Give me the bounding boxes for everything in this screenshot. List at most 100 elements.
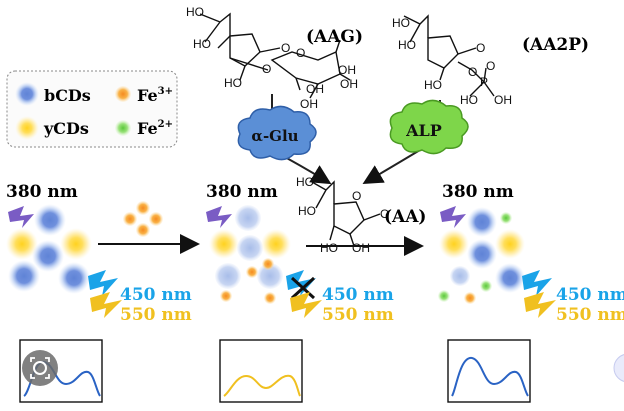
aa2p-atom-ho-left: HO (398, 38, 416, 52)
aa-lactone-ring (333, 201, 365, 235)
aa2p-atom-o-carbonyl: O (476, 41, 485, 55)
panel1-yellow-emission-bolt (90, 292, 122, 318)
fe3-ion (149, 212, 163, 226)
legend-fe3-sup: 3+ (158, 86, 173, 97)
fe3-ion (264, 292, 276, 304)
panel-2: 380 nm 450 nm 550 nm (206, 182, 394, 325)
lens-button-bg[interactable] (22, 350, 58, 386)
bcds-particle (8, 260, 40, 292)
alpha-glu-cloud (237, 105, 317, 161)
panel1-blue-emission-label: 450 nm (120, 285, 192, 305)
aa2p-sidechain (403, 14, 429, 43)
bcds-particle (58, 262, 90, 294)
aa2p-lactone-ring (427, 35, 459, 69)
quenched-bcds-particle (257, 263, 283, 289)
panel3-excitation-bolt (440, 206, 466, 228)
panel3-blue-emission-label: 450 nm (556, 285, 624, 305)
fe3-ion (136, 223, 150, 237)
panel3-blue-emission-bolt (522, 270, 552, 296)
aag-glucose-bonds (295, 39, 351, 99)
aag-atom-oh-bottom: OH (300, 97, 318, 111)
aag-atom-o-carbonyl: O (281, 41, 290, 55)
legend-fe2-label: Fe2+ (137, 119, 173, 138)
spectrum-2 (219, 339, 303, 403)
aag-carbonyl (259, 47, 281, 53)
alp-label: ALP (405, 121, 442, 140)
aag-atom-o-ring: O (296, 46, 305, 60)
fe3-ion (262, 258, 274, 270)
bcds-particle (467, 239, 497, 269)
aag-label: (AAG) (306, 27, 363, 47)
lens-frame-icon (30, 357, 50, 379)
lens-icon (33, 361, 47, 375)
fe2-ion (438, 290, 450, 302)
aa-atoms: HO HO O O HO OH (296, 175, 389, 255)
panel2-yellow-emission-label: 550 nm (322, 305, 394, 325)
aa2p-phosphate-bonds (439, 61, 495, 97)
aa2p-atom-ho-bottom: HO (424, 78, 442, 92)
fe3-added-cluster (123, 201, 163, 237)
panel1-blue-emission-bolt (88, 270, 118, 296)
legend-fe2-base: Fe (137, 119, 158, 138)
alpha-glu-label: α-Glu (251, 127, 298, 145)
bcds-particle (34, 204, 66, 236)
aa2p-atom-o-phosphoryl: O (486, 59, 495, 73)
panel3-excitation-label: 380 nm (442, 182, 514, 202)
aa2p-to-aa-arrow (362, 149, 421, 185)
aa2p-atom-o-link: O (468, 65, 477, 79)
aag-atom-oh-right: OH (338, 63, 356, 77)
panel2-blue-emission-bolt (286, 270, 316, 296)
aag-atom-oh-mid: OH (306, 82, 324, 96)
legend-ycds-label: yCDs (43, 119, 89, 138)
ycds-particle (439, 229, 469, 259)
fe2-ion (500, 212, 512, 224)
fe3-ion (136, 201, 150, 215)
legend-fe2-dot (115, 120, 131, 136)
aag-glucose-ring (270, 50, 341, 85)
panel2-yellow-emission-bolt (290, 292, 322, 318)
ycds-particle (60, 228, 92, 260)
quenched-bcds-particle (237, 235, 263, 261)
spectrum-2-curve (223, 374, 301, 397)
fe3-ion (464, 292, 476, 304)
legend-fe3-label: Fe3+ (137, 86, 173, 105)
aa-atom-ho-bottom: HO (320, 241, 338, 255)
bcds-particle (467, 207, 497, 237)
ycds-particle (209, 229, 239, 259)
aag-atom-oh-lower: OH (340, 77, 358, 91)
aag-ring-bonds (229, 57, 269, 81)
spectrum-3 (447, 339, 531, 403)
panel1-yellow-emission-label: 550 nm (120, 305, 192, 325)
legend-bcds-dot (15, 82, 39, 106)
aa-atom-o-carbonyl: O (380, 207, 389, 221)
panel-3: 380 nm 450 nm 550 nm (438, 182, 624, 325)
aa2p-atom-ho-phosphate: HO (460, 93, 478, 107)
legend-frame (6, 70, 178, 148)
aag-atom-ho-bottom: HO (224, 76, 242, 90)
panel2-excitation-label: 380 nm (206, 182, 278, 202)
ycds-particle (495, 229, 525, 259)
fe3-ion (123, 212, 137, 226)
aa-atom-ho-top: HO (296, 175, 314, 189)
bcds-particle (450, 266, 470, 286)
aa-sidechain (311, 180, 335, 209)
aag-sidechain (199, 12, 231, 49)
panel1-excitation-bolt (8, 206, 34, 228)
aag-lactone-ring (229, 33, 261, 67)
aa2p-atoms: HO HO HO O O P O HO OH (392, 16, 512, 107)
fe3-ion (246, 266, 258, 278)
aa-label: (AA) (384, 207, 426, 227)
aa2p-atom-p: P (480, 75, 488, 89)
panel3-yellow-emission-label: 550 nm (556, 305, 624, 325)
panel2-blue-emission-label: 450 nm (322, 285, 394, 305)
side-panel-toggle[interactable] (613, 354, 624, 382)
quenched-bcds-particle (215, 263, 241, 289)
alp-cloud (389, 99, 469, 155)
aa2p-molecule (403, 14, 495, 97)
aa2p-atom-ho-top: HO (392, 16, 410, 30)
quenched-bcds-particle (235, 205, 261, 231)
quench-cross-icon (290, 276, 316, 300)
aag-molecule (199, 12, 351, 99)
lens-search-button[interactable] (22, 350, 58, 386)
legend: bCDs yCDs Fe3+ Fe2+ (6, 70, 178, 148)
